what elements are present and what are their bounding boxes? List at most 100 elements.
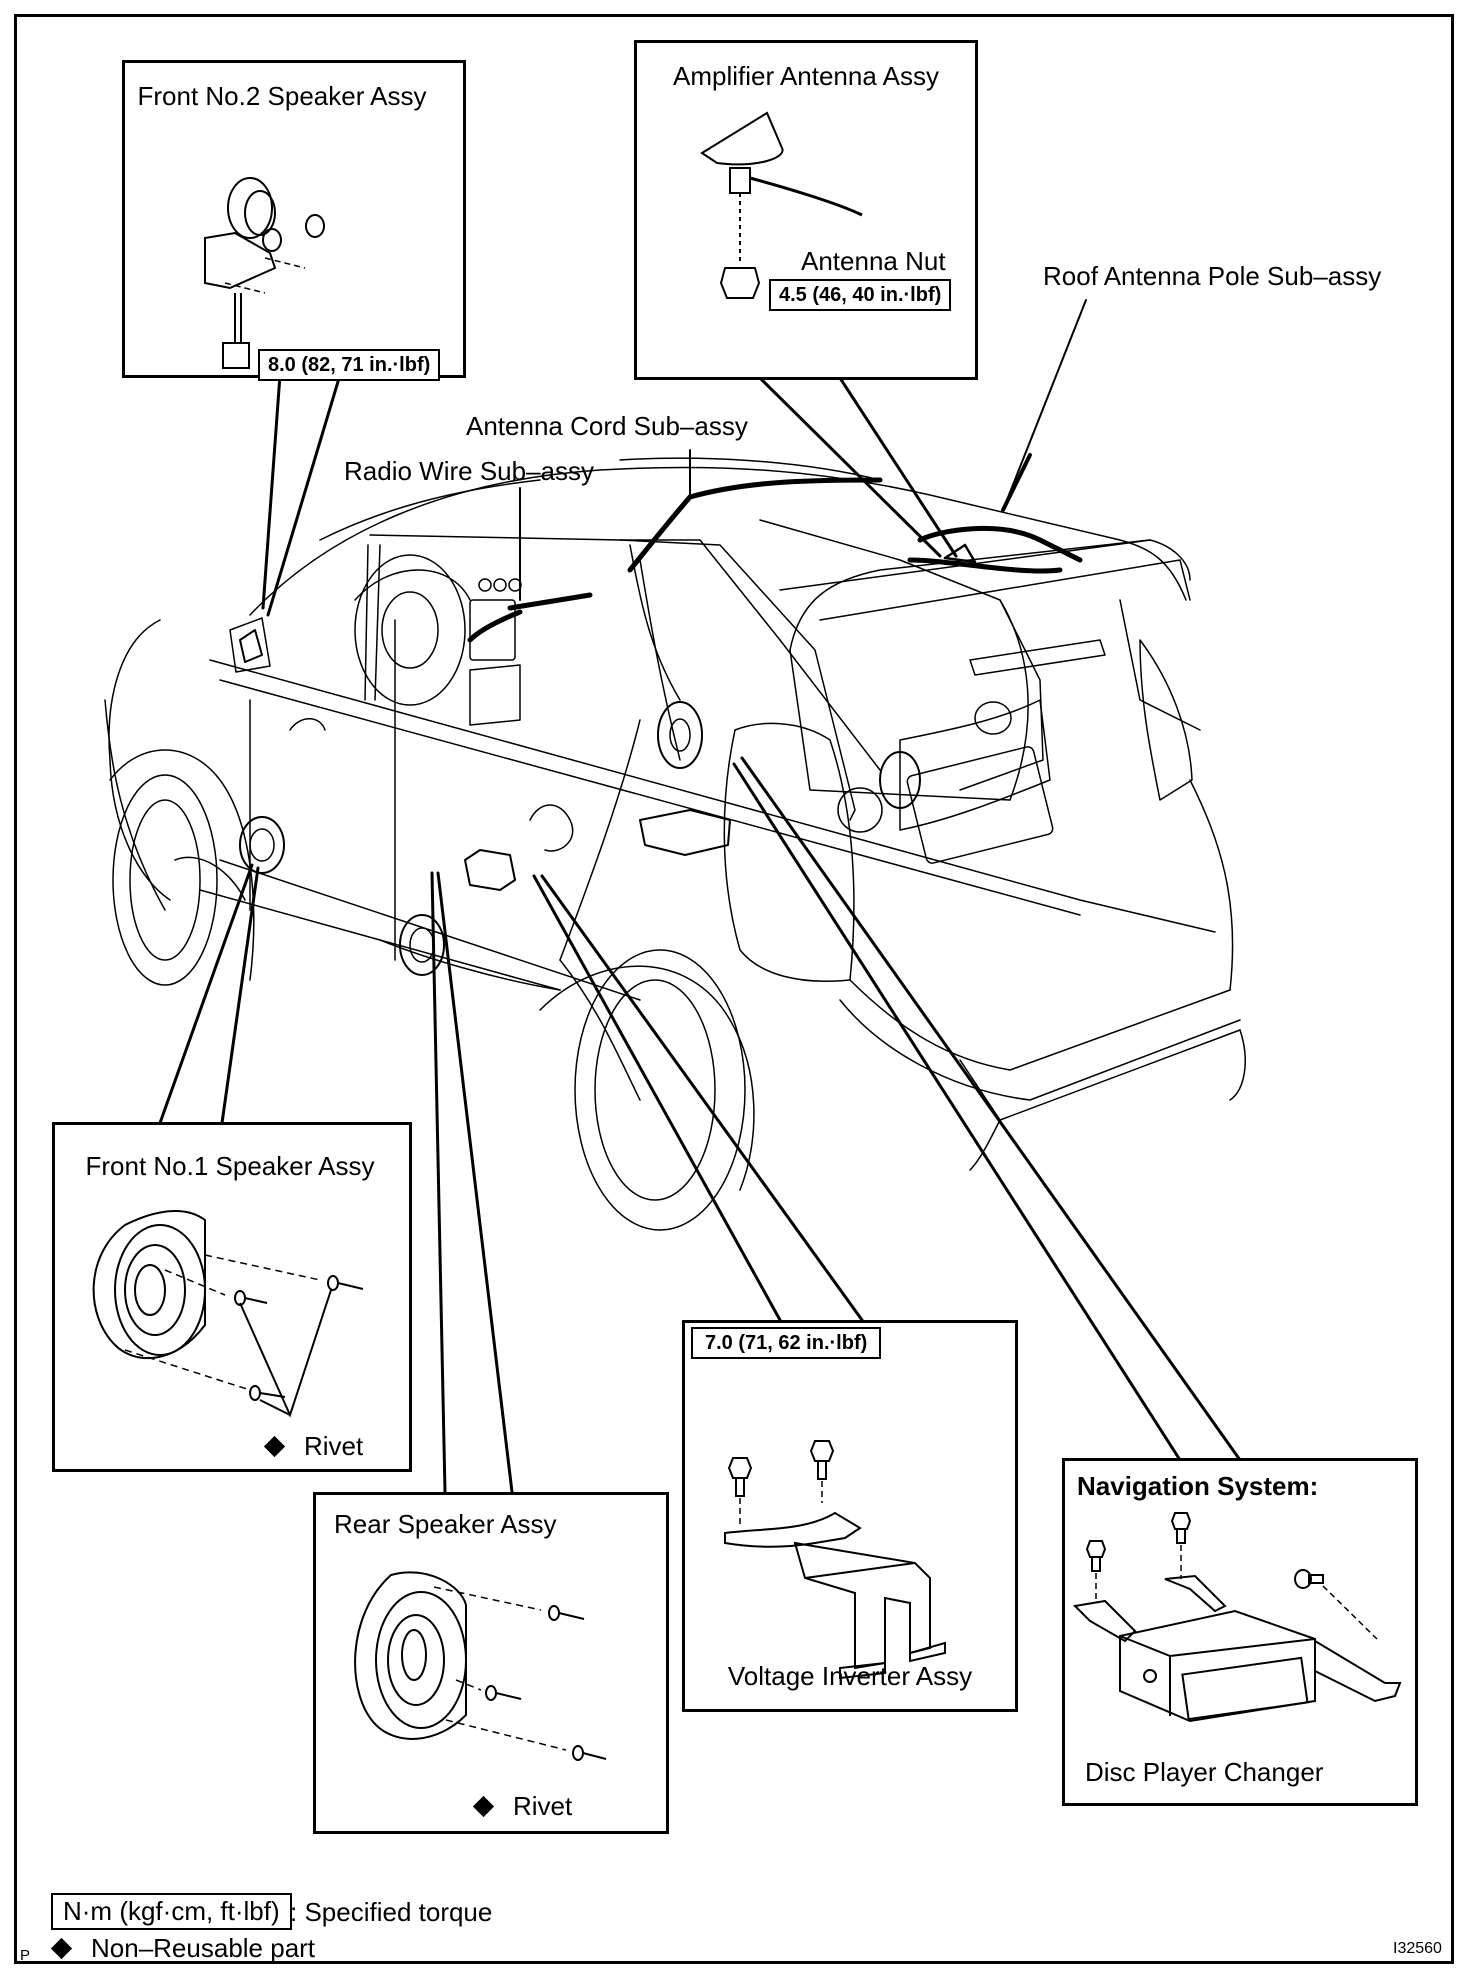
- antenna-cable-lower: [907, 557, 1063, 574]
- front-no2-speaker-torque: 8.0 (82, 71 in.·lbf): [258, 349, 441, 381]
- amplifier-antenna-on-roof: [943, 543, 977, 564]
- changer-body: [1119, 1609, 1316, 1723]
- speaker-connector: [222, 342, 250, 369]
- radio-wire-cable: [507, 592, 593, 611]
- bolt-icon: [727, 1457, 753, 1497]
- front-no1-rivet-label: Rivet: [263, 1431, 364, 1461]
- disc-player-changer-label: Disc Player Changer: [1085, 1757, 1324, 1787]
- inverter-body: [793, 1541, 931, 1670]
- front-no2-speaker-title: Front No.2 Speaker Assy: [137, 81, 427, 111]
- antenna-nut-label: Antenna Nut: [801, 246, 946, 276]
- leader-roof-pole: [1002, 299, 1087, 511]
- panel-navigation-system: Navigation System: Disc Player Changer: [1062, 1458, 1418, 1806]
- disc-player-changer-drawing: [1072, 1512, 1402, 1723]
- antenna-cable-roof: [917, 525, 1083, 563]
- non-reusable-diamond-icon: [263, 1435, 286, 1457]
- voltage-inverter-drawing: [724, 1440, 946, 1680]
- changer-bracket-center: [1164, 1574, 1227, 1613]
- leader-front-no1-b: [220, 866, 260, 1125]
- antenna-cord-label: Antenna Cord Sub–assy: [466, 411, 748, 441]
- rivet-icon: [327, 1275, 364, 1291]
- navigation-system-heading: Navigation System:: [1077, 1471, 1319, 1501]
- legend-torque-desc: : Specified torque: [290, 1897, 493, 1927]
- leader-nav-b: [740, 756, 1242, 1462]
- radio-wire-label: Radio Wire Sub–assy: [344, 456, 594, 486]
- amplifier-antenna-drawing: [700, 111, 863, 299]
- rear-speaker-drawing: [354, 1571, 607, 1761]
- bolt-icon: [1085, 1540, 1107, 1572]
- rivet-label: Rivet: [513, 1791, 573, 1821]
- front-no1-speaker-title: Front No.1 Speaker Assy: [85, 1151, 375, 1181]
- panel-front-no1-speaker: Front No.1 Speaker Assy Rivet: [52, 1122, 412, 1472]
- rear-speaker-on-door: [399, 914, 445, 976]
- legend-non-reusable-text: Non–Reusable part: [91, 1933, 316, 1963]
- voltage-inverter-on-floor: [464, 849, 516, 891]
- voltage-inverter-title: Voltage Inverter Assy: [727, 1661, 973, 1691]
- leader-front-no2-b: [266, 373, 342, 617]
- nut-icon: [262, 228, 282, 252]
- panel-voltage-inverter: 7.0 (71, 62 in.·lbf) Voltage Inverter As…: [682, 1320, 1018, 1712]
- leader-lines: [158, 373, 1242, 1494]
- bolt-icon: [809, 1440, 835, 1480]
- leader-front-no2-a: [261, 373, 282, 610]
- legend-non-reusable: Non–Reusable part: [50, 1933, 316, 1963]
- voltage-inverter-torque: 7.0 (71, 62 in.·lbf): [691, 1327, 882, 1359]
- front-no1-speaker-on-door: [239, 816, 285, 874]
- non-reusable-diamond-icon: [472, 1795, 495, 1817]
- back-door-speaker: [879, 751, 921, 809]
- rear-speaker-title: Rear Speaker Assy: [334, 1509, 557, 1539]
- panel-front-no2-speaker: Front No.2 Speaker Assy 8.0 (82, 71 in.·…: [122, 60, 466, 381]
- leader-rear-speaker-b: [436, 871, 514, 1494]
- antenna-shark-fin: [700, 111, 784, 166]
- rivet-icon: [572, 1745, 607, 1761]
- radio-wire-cable-b: [467, 609, 523, 643]
- leader-amp-antenna-b: [838, 376, 958, 558]
- leader-amp-antenna-a: [758, 376, 942, 558]
- rear-rivet-label: Rivet: [472, 1791, 573, 1821]
- car-body: [104, 457, 1246, 1231]
- cables: [467, 477, 1083, 643]
- rivet-icon: [234, 1290, 268, 1306]
- changer-bracket-right: [1314, 1640, 1402, 1703]
- disc-changer-in-luggage: [639, 809, 731, 856]
- speaker-cone: [114, 1224, 206, 1356]
- speaker-body: [227, 177, 273, 239]
- speaker-cone: [375, 1591, 467, 1729]
- leader-rear-speaker-a: [430, 871, 447, 1494]
- speaker-frame: [354, 1571, 467, 1740]
- non-reusable-diamond-icon: [50, 1937, 73, 1959]
- diagram-frame: [14, 14, 1454, 1964]
- antenna-cord-cable: [627, 494, 693, 573]
- front-no2-speaker-drawing: [204, 177, 325, 369]
- quarter-speaker: [657, 701, 703, 769]
- bolt-icon: [1294, 1569, 1324, 1589]
- antenna-cable: [749, 176, 863, 217]
- roof-antenna-pole: [1001, 453, 1032, 512]
- inverter-bracket: [724, 1511, 862, 1548]
- roof-antenna-pole-label: Roof Antenna Pole Sub–assy: [1043, 261, 1382, 291]
- bolt-icon: [1170, 1512, 1192, 1544]
- speaker-frame: [92, 1209, 206, 1359]
- changer-bracket-left: [1072, 1599, 1137, 1643]
- rivet-icon: [548, 1605, 585, 1621]
- vehicle-parts: [239, 453, 1032, 976]
- rivet-label: Rivet: [304, 1431, 364, 1461]
- amplifier-antenna-torque: 4.5 (46, 40 in.·lbf): [769, 279, 952, 311]
- legend-torque-unit-box: N·m (kgf·cm, ft·lbf): [51, 1893, 292, 1930]
- page-marker: P: [20, 1947, 31, 1964]
- leader-inverter-a: [532, 874, 782, 1322]
- rivet-icon: [485, 1685, 522, 1701]
- panel-amplifier-antenna: Amplifier Antenna Assy Antenna Nut 4.5 (…: [634, 40, 978, 380]
- amplifier-antenna-title: Amplifier Antenna Assy: [673, 61, 939, 91]
- antenna-nut-icon: [719, 267, 761, 299]
- front-no2-speaker-on-mirror: [239, 629, 263, 663]
- speaker-bracket: [204, 231, 277, 290]
- antenna-stud: [729, 167, 751, 194]
- leader-nav-a: [732, 762, 1182, 1462]
- figure-id: I32560: [1393, 1940, 1442, 1957]
- leader-inverter-b: [540, 874, 864, 1322]
- front-no1-speaker-drawing: [92, 1209, 364, 1418]
- leader-front-no1-a: [158, 863, 254, 1125]
- antenna-cord-cable-roof: [687, 477, 883, 500]
